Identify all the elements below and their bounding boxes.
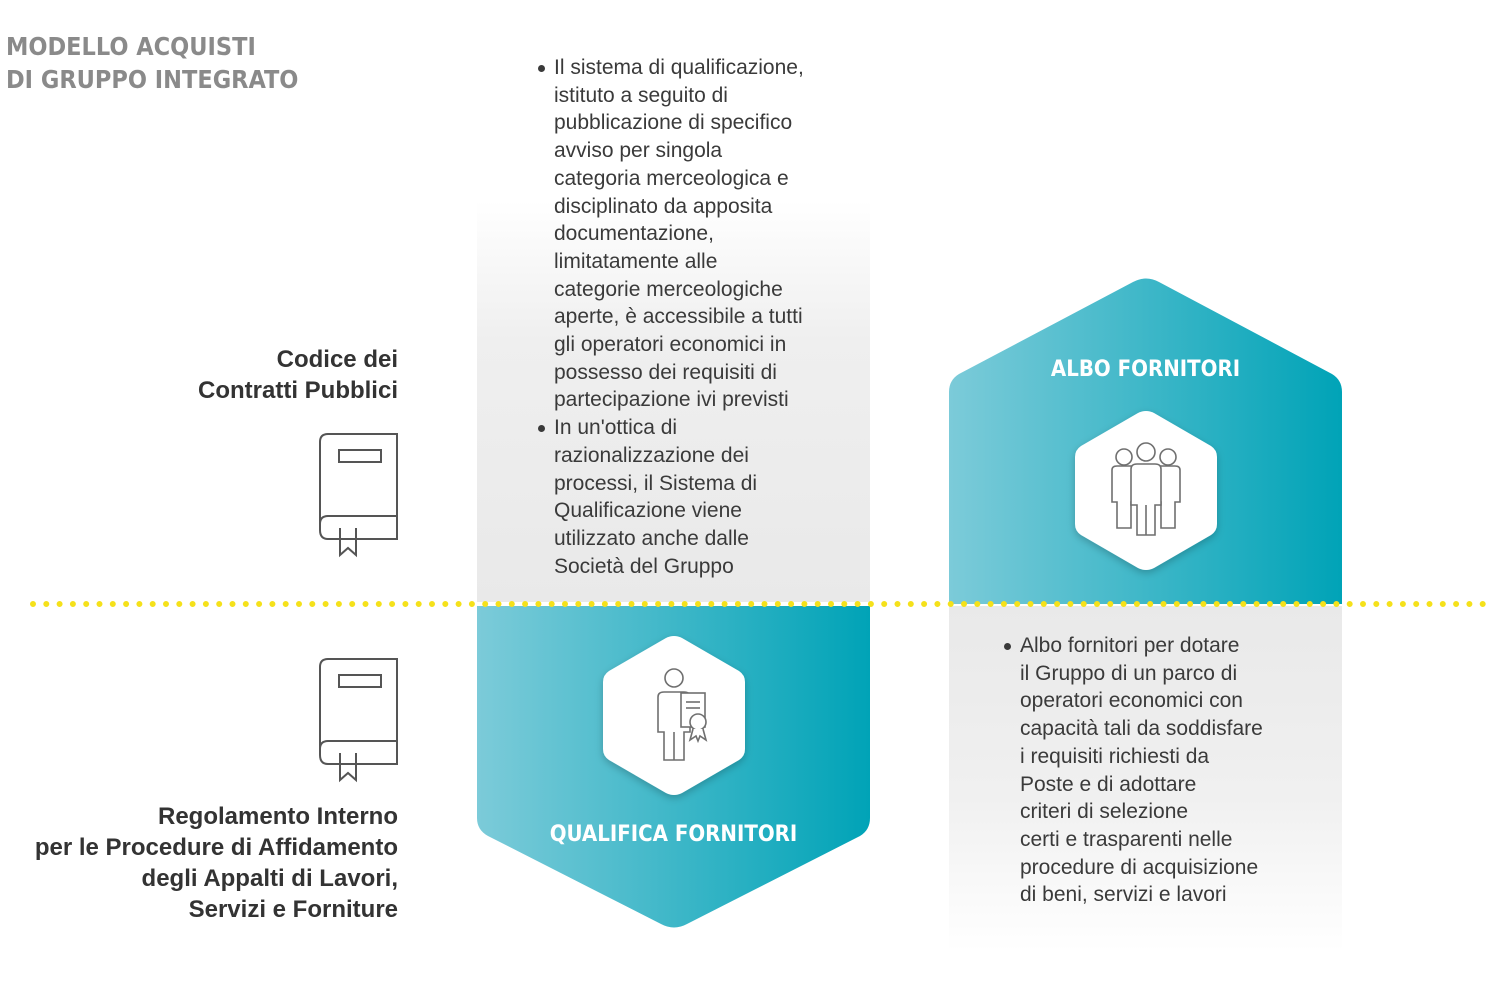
group-of-people-icon xyxy=(1111,442,1181,536)
text-line: aperte, è accessibile a tutti xyxy=(554,305,803,329)
person-with-certificate-icon xyxy=(657,668,708,761)
text-line: processi, il Sistema di xyxy=(554,471,758,495)
bullet-item: Albo fornitori per dotare il Gruppo di u… xyxy=(1002,632,1263,909)
albo-text-panel xyxy=(949,606,1342,952)
text-line: utilizzato anche dalle xyxy=(554,526,749,550)
regolamento-interno-label: Regolamento Interno per le Procedure di … xyxy=(35,801,398,925)
albo-fornitori-label: ALBO FORNITORI xyxy=(1050,357,1241,382)
text-line: razionalizzazione dei xyxy=(554,443,749,467)
text-line: capacità tali da soddisfare xyxy=(1020,717,1263,741)
diagram-title: MODELLO ACQUISTI DI GRUPPO INTEGRATO xyxy=(6,30,298,96)
text-line: il Gruppo di un parco di xyxy=(1020,661,1238,685)
bullet-item: Il sistema di qualificazione, istituto a… xyxy=(536,54,804,414)
text-line: Albo fornitori per dotare xyxy=(1020,634,1240,657)
albo-bullet-list: Albo fornitori per dotare il Gruppo di u… xyxy=(1002,632,1263,909)
text-line: istituto a seguito di xyxy=(554,83,728,107)
text-line: Qualificazione viene xyxy=(554,499,742,523)
text-line: i requisiti richiesti da xyxy=(1020,744,1210,768)
text-line: categorie merceologiche xyxy=(554,277,783,301)
text-line: limitatamente alle xyxy=(554,249,718,273)
regolamento-label-line: Servizi e Forniture xyxy=(188,896,398,923)
text-line: pubblicazione di specifico xyxy=(554,111,793,135)
text-line: gli operatori economici in xyxy=(554,333,787,357)
text-line: Poste e di adottare xyxy=(1020,772,1197,796)
codice-contratti-label: Codice dei Contratti Pubblici xyxy=(198,344,398,406)
text-line: di beni, servizi e lavori xyxy=(1020,883,1227,907)
qualifica-text-panel xyxy=(477,200,870,602)
text-line: criteri di selezione xyxy=(1020,800,1189,824)
text-line: certi e trasparenti nelle xyxy=(1020,827,1233,851)
bullet-item: In un'ottica di razionalizzazione dei pr… xyxy=(536,414,804,580)
text-line: operatori economici con xyxy=(1020,689,1243,713)
text-line: procedure di acquisizione xyxy=(1020,855,1259,879)
text-line: categoria merceologica e xyxy=(554,166,789,190)
text-line: disciplinato da apposita xyxy=(554,194,773,218)
text-line: In un'ottica di xyxy=(554,416,678,440)
text-line: partecipazione ivi previsti xyxy=(554,388,789,412)
regolamento-label-line: degli Appalti di Lavori, xyxy=(141,865,398,892)
codice-label-line: Contratti Pubblici xyxy=(198,377,398,404)
title-line-2: DI GRUPPO INTEGRATO xyxy=(6,65,299,94)
text-line: possesso dei requisiti di xyxy=(554,360,777,384)
title-line-1: MODELLO ACQUISTI xyxy=(6,32,256,61)
regolamento-label-line: per le Procedure di Affidamento xyxy=(34,834,398,861)
book-icon xyxy=(319,658,398,783)
book-icon xyxy=(319,433,398,558)
regolamento-label-line: Regolamento Interno xyxy=(157,803,398,830)
text-line: avviso per singola xyxy=(554,139,723,163)
qualifica-fornitori-label: QUALIFICA FORNITORI xyxy=(549,822,798,847)
qualifica-bullet-list: Il sistema di qualificazione, istituto a… xyxy=(536,54,804,580)
text-line: documentazione, xyxy=(554,222,714,246)
text-line: Il sistema di qualificazione, xyxy=(554,56,804,79)
codice-label-line: Codice dei xyxy=(276,346,398,373)
text-line: Società del Gruppo xyxy=(554,554,734,578)
